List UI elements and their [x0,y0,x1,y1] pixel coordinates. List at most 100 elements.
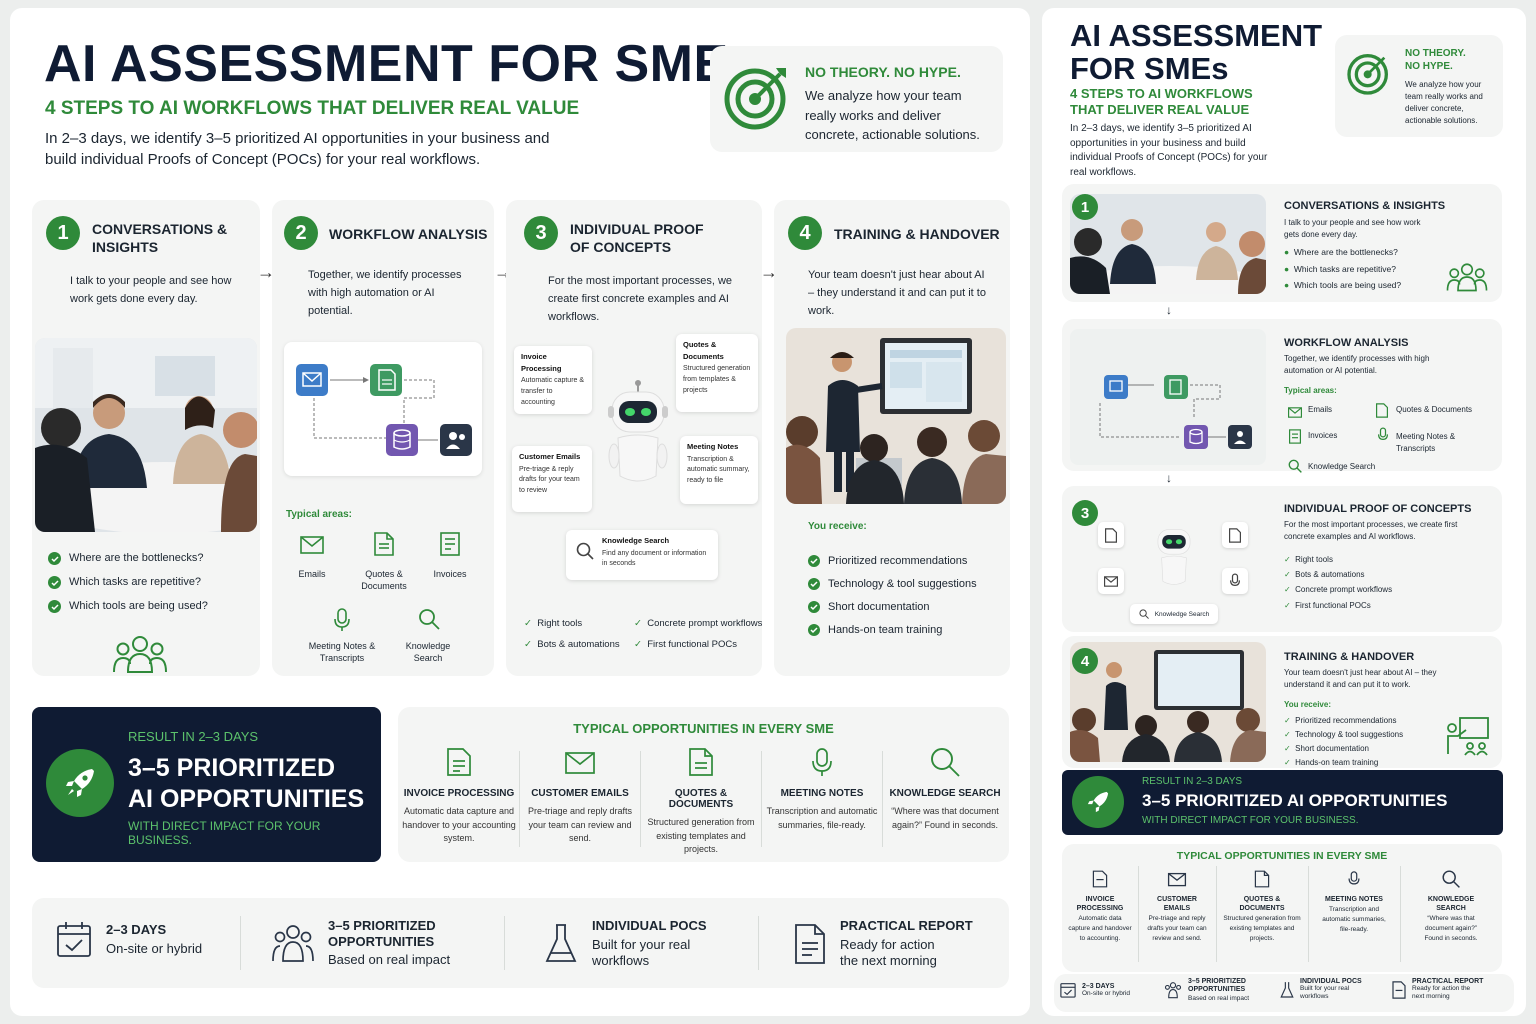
presentation-icon [1446,716,1490,761]
receive-list: ✓ Prioritized recommendations ✓ Technolo… [1284,714,1403,770]
page-title: AI ASSESSMENT FOR SMEs [44,35,759,93]
robot-icon [606,380,670,490]
receive-label: You receive: [808,521,867,532]
question-item: Which tools are being used? [48,600,253,613]
result-sub: WITH DIRECT IMPACT FOR YOUR BUSINESS. [1142,815,1359,826]
step-2-card: 2 WORKFLOW ANALYSIS Together, we identif… [1062,319,1502,473]
opportunities-title: TYPICAL OPPORTUNITIES IN EVERY SME [1176,850,1388,862]
receive-item: ✓ Hands-on team training [1284,758,1379,767]
flask-icon [1280,982,1294,998]
check-item: ✓ Right tools [1284,555,1333,564]
area-label: Quotes & Documents [361,569,407,592]
check-icon [808,578,820,590]
question-text: Which tools are being used? [69,600,208,612]
arrow-right-icon: → [257,262,275,282]
opportunities-title: TYPICAL OPPORTUNITIES IN EVERY SME [573,721,834,736]
email-icon [565,752,595,774]
check-item: ✓ Right tools [524,618,583,629]
step-title: TRAINING & HANDOVER [1284,651,1415,663]
area-label: Meeting Notes & Transcripts [1396,432,1456,453]
people-icon [272,925,314,962]
workflow-diagram [284,342,482,476]
calendar-icon [57,922,91,957]
step-title: INDIVIDUAL PROOF OF CONCEPTS [1284,503,1472,515]
question-list: ● Where are the bottlenecks? ● Which tas… [1284,244,1401,294]
target-icon [724,64,790,130]
question-text: Where are the bottlenecks? [69,552,204,564]
check-icon [48,600,61,613]
microphone-icon [1348,871,1360,885]
receive-item: ✓ Prioritized recommendations [1284,716,1397,725]
check-icon [808,555,820,567]
opportunity-item: KNOWLEDGE SEARCH“Where was that document… [1401,870,1501,943]
opportunities-box: TYPICAL OPPORTUNITIES IN EVERY SME INVOI… [398,707,1009,862]
step-title: TRAINING & HANDOVER [834,226,1000,242]
page-intro: In 2–3 days, we identify 3–5 prioritized… [45,130,550,168]
area-label: Invoices [1308,431,1338,440]
search-icon [931,748,960,777]
promise-text: We analyze how your team really works an… [1405,80,1483,125]
flask-icon [545,924,577,963]
microphone-icon [1378,427,1388,448]
people-icon [1164,982,1182,999]
opportunity-item: KNOWLEDGE SEARCH“Where was that document… [884,747,1006,832]
typical-areas-label: Typical areas: [1284,386,1337,395]
email-icon [1167,872,1187,887]
rocket-icon [1072,776,1124,828]
check-item: ✓ Bots & automations [1284,570,1365,580]
step-text: For the most important processes, we cre… [548,275,733,324]
invoice-icon [447,748,471,776]
result-title: 3–5 PRIORITIZED AI OPPORTUNITIES [1142,791,1448,810]
step-3-card: 3 Knowledge Search INDIVIDUAL PROOF OF C… [1062,486,1502,632]
step-text: Your team doesn't just hear about AI – t… [808,269,986,318]
receive-item: ✓ Short documentation [1284,744,1369,753]
question-text: Which tasks are repetitive? [69,576,202,588]
area-label: Knowledge Search [1308,462,1376,471]
step-text: For the most important processes, we cre… [1284,520,1458,542]
rocket-icon [46,749,114,817]
area-label: Emails [298,569,326,579]
people-icon [112,634,168,674]
step-3-card: 3 INDIVIDUAL PROOF OF CONCEPTS For the m… [506,200,762,676]
step-title: WORKFLOW ANALYSIS [329,226,488,242]
area-label: Knowledge Search [405,641,451,664]
training-photo [1070,642,1266,762]
arrow-down-icon: ↓ [1166,471,1172,485]
result-label: RESULT IN 2–3 DAYS [1142,776,1243,787]
step-number: 4 [788,216,822,250]
search-icon [576,542,594,565]
check-item: ✓ First functional POCs [634,639,737,650]
search-icon [1442,870,1460,888]
step-text: I talk to your people and see how work g… [70,275,232,306]
people-icon [1446,262,1488,297]
check-icon [48,576,61,589]
receive-item: Prioritized recommendations [808,555,1003,567]
receive-label: You receive: [1284,700,1331,709]
search-icon [1288,459,1302,478]
question-item: ● Where are the bottlenecks? [1284,247,1398,257]
document-icon [689,748,713,776]
training-photo [786,328,1006,504]
microphone-icon [334,608,350,637]
document-icon [1222,522,1248,548]
step-1-card: 1 CONVERSATIONS & INSIGHTS I talk to you… [1062,184,1502,302]
main-infographic: AI ASSESSMENT FOR SMEs 4 STEPS TO AI WOR… [10,8,1030,1016]
microphone-icon [812,748,832,776]
question-item: ● Which tools are being used? [1284,280,1402,291]
meeting-photo [35,338,257,532]
calendar-icon [1060,983,1076,998]
report-icon [1392,981,1406,999]
check-icon [808,601,820,613]
